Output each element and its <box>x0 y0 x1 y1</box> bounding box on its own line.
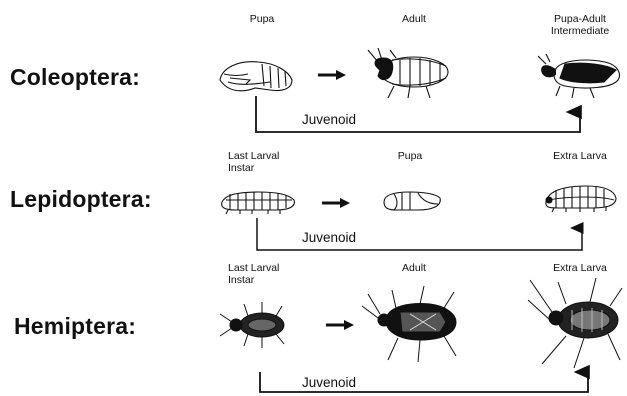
bug-adult-icon <box>362 286 456 362</box>
arrow-right-icon <box>322 198 350 208</box>
caterpillar-icon <box>222 192 295 214</box>
beetle-adult-icon <box>368 48 448 98</box>
bug-nymph-icon <box>528 278 622 368</box>
nymph-icon <box>220 302 284 348</box>
arrow-right-icon <box>318 70 346 80</box>
pupa-icon <box>220 62 292 91</box>
pupa-icon <box>384 192 440 210</box>
arrow-right-icon <box>326 320 354 330</box>
caterpillar-icon <box>546 186 616 212</box>
beetle-intermediate-icon <box>538 54 619 98</box>
